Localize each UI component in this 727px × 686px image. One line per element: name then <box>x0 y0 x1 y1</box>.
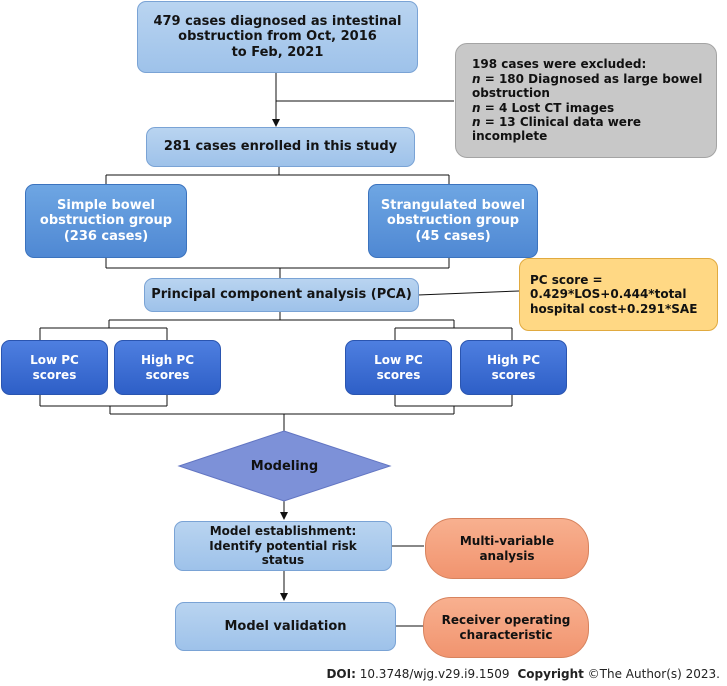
right-high-pc-box: High PC scores <box>460 340 567 395</box>
doi-value: 10.3748/wjg.v29.i9.1509 <box>355 667 510 681</box>
doi-label: DOI: <box>326 667 356 681</box>
excluded-line-1: n = 180 Diagnosed as large bowel obstruc… <box>472 72 708 101</box>
excluded-line-3-text: = 13 Clinical data were incomplete <box>472 114 642 144</box>
modeling-diamond-label: Modeling <box>250 458 319 474</box>
excluded-box-content: 198 cases were excluded: n = 180 Diagnos… <box>472 57 708 143</box>
excluded-title: 198 cases were excluded: <box>472 57 647 72</box>
excluded-line-1-text: = 180 Diagnosed as large bowel obstructi… <box>472 71 703 101</box>
pc-formula-box: PC score = 0.429*LOS+0.444*total hospita… <box>519 258 718 331</box>
left-high-pc-box: High PC scores <box>114 340 221 395</box>
excluded-line-2-text: = 4 Lost CT images <box>480 100 615 115</box>
excluded-line-3-n: n <box>472 114 481 129</box>
roc-box: Receiver operating characteristic <box>423 597 589 658</box>
copyright-label: Copyright <box>517 667 584 681</box>
excluded-line-2: n = 4 Lost CT images <box>472 101 708 115</box>
excluded-line-1-n: n <box>472 71 481 86</box>
modeling-diamond: Modeling <box>179 431 390 501</box>
top-box: 479 cases diagnosed as intestinal obstru… <box>137 1 418 73</box>
excluded-box: 198 cases were excluded: n = 180 Diagnos… <box>455 43 717 158</box>
excluded-line-2-n: n <box>472 100 481 115</box>
copyright-value: ©The Author(s) 2023. <box>583 667 720 681</box>
model-establishment-box: Model establishment: Identify potential … <box>174 521 392 571</box>
model-validation-box: Model validation <box>175 602 396 651</box>
multivariable-analysis-box: Multi-variable analysis <box>425 518 589 579</box>
right-low-pc-box: Low PC scores <box>345 340 452 395</box>
excluded-line-3: n = 13 Clinical data were incomplete <box>472 115 708 144</box>
left-low-pc-box: Low PC scores <box>1 340 108 395</box>
footer-citation: DOI: 10.3748/wjg.v29.i9.1509 Copyright ©T… <box>326 667 720 681</box>
simple-group-box: Simple bowel obstruction group (236 case… <box>25 184 187 258</box>
pca-to-formula-line <box>417 290 520 296</box>
strangulated-group-box: Strangulated bowel obstruction group (45… <box>368 184 538 258</box>
pca-box: Principal component analysis (PCA) <box>144 278 419 312</box>
enrolled-box: 281 cases enrolled in this study <box>146 127 415 167</box>
